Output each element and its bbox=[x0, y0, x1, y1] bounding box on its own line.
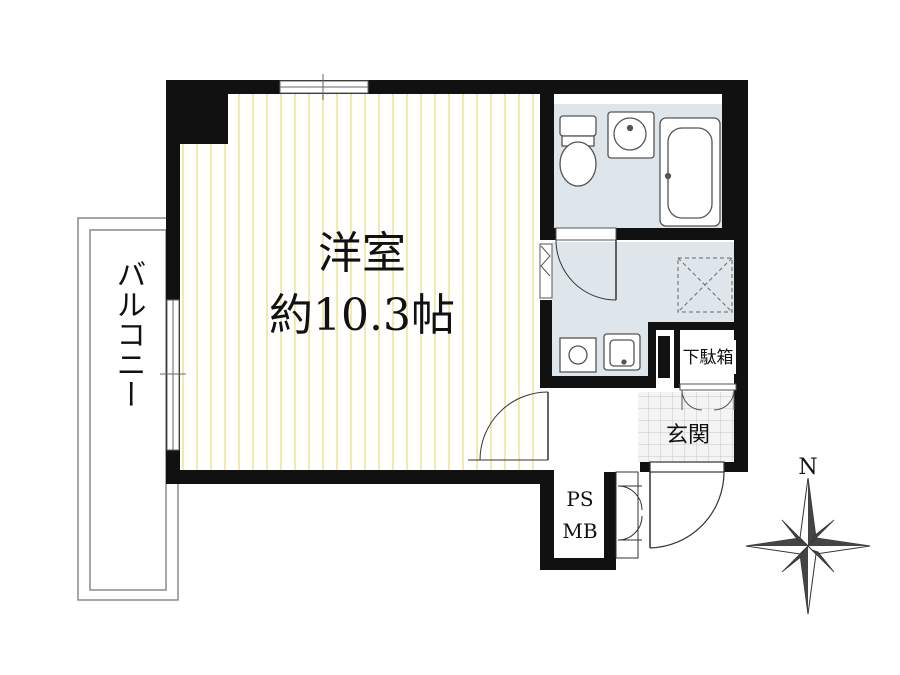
kitchen-floor bbox=[552, 242, 738, 322]
toilet-icon bbox=[559, 115, 597, 187]
corridor-floor bbox=[552, 390, 638, 462]
room-door bbox=[468, 390, 552, 462]
ventilation-icon bbox=[677, 257, 733, 313]
entrance-door bbox=[649, 461, 725, 549]
mb-label: MB bbox=[562, 519, 597, 543]
compass-rose-icon bbox=[745, 477, 871, 615]
balcony-window bbox=[160, 299, 186, 451]
shoe-cabinet-doors bbox=[679, 383, 737, 411]
ps-label: PS bbox=[566, 487, 593, 511]
ps-mb-doors bbox=[615, 471, 643, 559]
balcony-label: バルコニー bbox=[111, 259, 146, 409]
balcony bbox=[77, 217, 179, 601]
bathtub-icon bbox=[659, 117, 721, 227]
room-size-label: 約10.3帖 bbox=[269, 290, 455, 341]
bathroom-door bbox=[555, 227, 617, 301]
washbasin-icon bbox=[607, 111, 655, 159]
top-window bbox=[279, 74, 369, 100]
shoe-cabinet-label: 下駄箱 bbox=[683, 348, 734, 368]
wet-area-folding-door bbox=[539, 243, 553, 299]
room-name-label: 洋室 bbox=[318, 228, 406, 279]
western-room-floor bbox=[178, 92, 540, 472]
north-label: N bbox=[798, 455, 817, 480]
entrance-label: 玄関 bbox=[666, 423, 710, 448]
washing-machine-pan-icon bbox=[559, 333, 641, 373]
